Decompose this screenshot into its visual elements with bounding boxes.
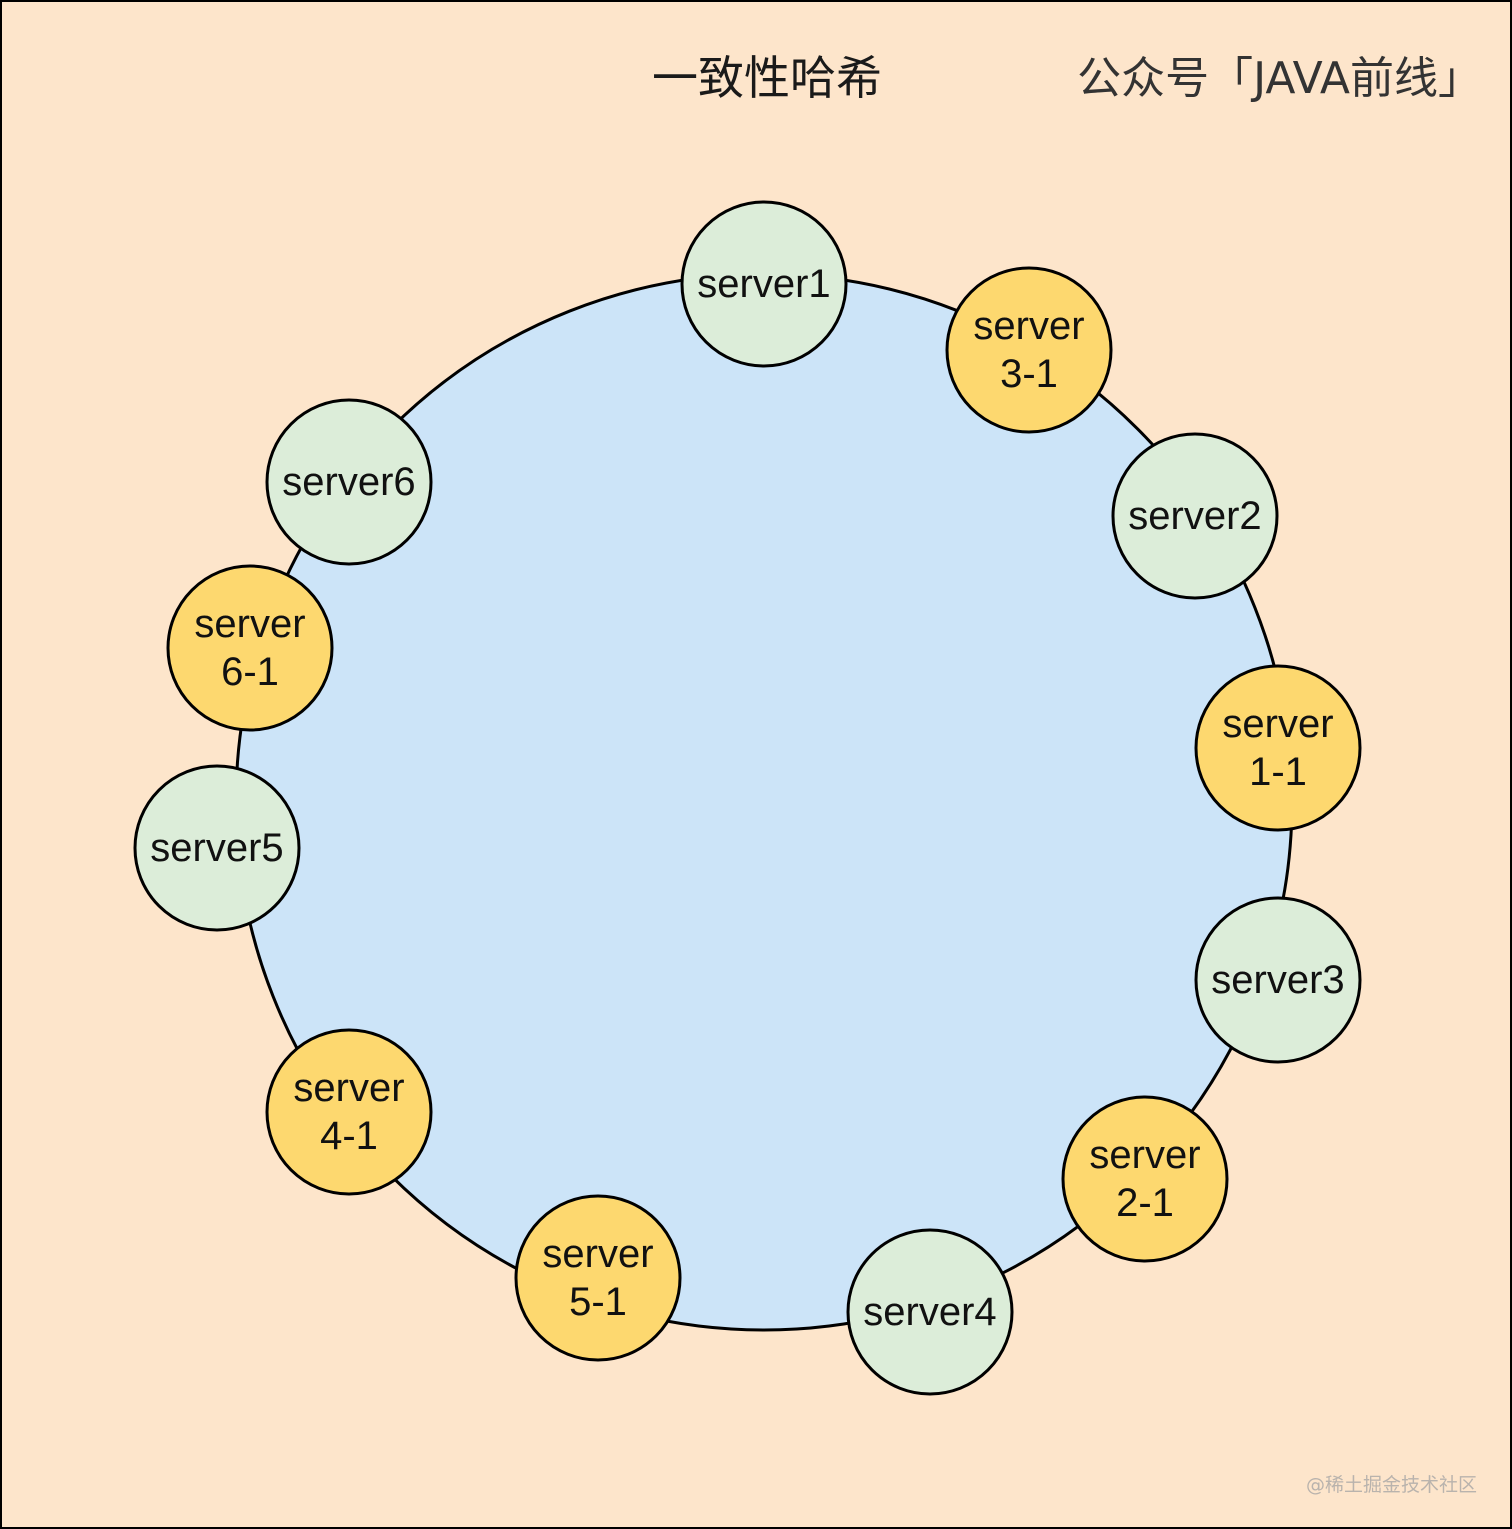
node-circle (514, 1194, 682, 1362)
node-server6: server6 (265, 398, 433, 566)
node-label: server6 (282, 460, 415, 504)
node-label: server5 (150, 826, 283, 870)
node-server3-1: server3-1 (945, 266, 1113, 434)
node-label: server (194, 602, 305, 646)
node-circle (1194, 896, 1362, 1064)
node-server2: server2 (1111, 432, 1279, 600)
node-label: 3-1 (1000, 352, 1058, 396)
node-server4-1: server4-1 (265, 1028, 433, 1196)
node-label: 6-1 (221, 650, 279, 694)
node-circle (265, 1028, 433, 1196)
node-label: server (973, 304, 1084, 348)
node-label: server (293, 1066, 404, 1110)
node-label: server3 (1211, 958, 1344, 1002)
node-label: server (542, 1232, 653, 1276)
node-server5: server5 (133, 764, 301, 932)
node-label: 4-1 (320, 1114, 378, 1158)
node-server3: server3 (1194, 896, 1362, 1064)
node-circle (680, 200, 848, 368)
node-label: server2 (1128, 494, 1261, 538)
node-circle (265, 398, 433, 566)
node-server1-1: server1-1 (1194, 664, 1362, 832)
node-circle (1061, 1095, 1229, 1263)
node-circle (846, 1228, 1014, 1396)
node-circle (133, 764, 301, 932)
diagram-title: 一致性哈希 (652, 51, 882, 105)
node-server5-1: server5-1 (514, 1194, 682, 1362)
node-server1: server1 (680, 200, 848, 368)
node-label: server4 (863, 1290, 996, 1334)
brand-label: 公众号「JAVA前线」 (1077, 53, 1482, 104)
ring-nodes: server1server3-1server2server1-1server3s… (133, 200, 1362, 1396)
node-label: 5-1 (569, 1280, 627, 1324)
node-server6-1: server6-1 (166, 564, 334, 732)
node-label: 2-1 (1116, 1181, 1174, 1225)
node-server2-1: server2-1 (1061, 1095, 1229, 1263)
node-circle (1194, 664, 1362, 832)
node-circle (945, 266, 1113, 434)
watermark: @稀土掘金技术社区 (1305, 1474, 1477, 1496)
node-circle (1111, 432, 1279, 600)
node-label: server (1089, 1133, 1200, 1177)
node-label: server1 (697, 262, 830, 306)
node-circle (166, 564, 334, 732)
node-label: 1-1 (1249, 750, 1307, 794)
node-server4: server4 (846, 1228, 1014, 1396)
node-label: server (1222, 702, 1333, 746)
